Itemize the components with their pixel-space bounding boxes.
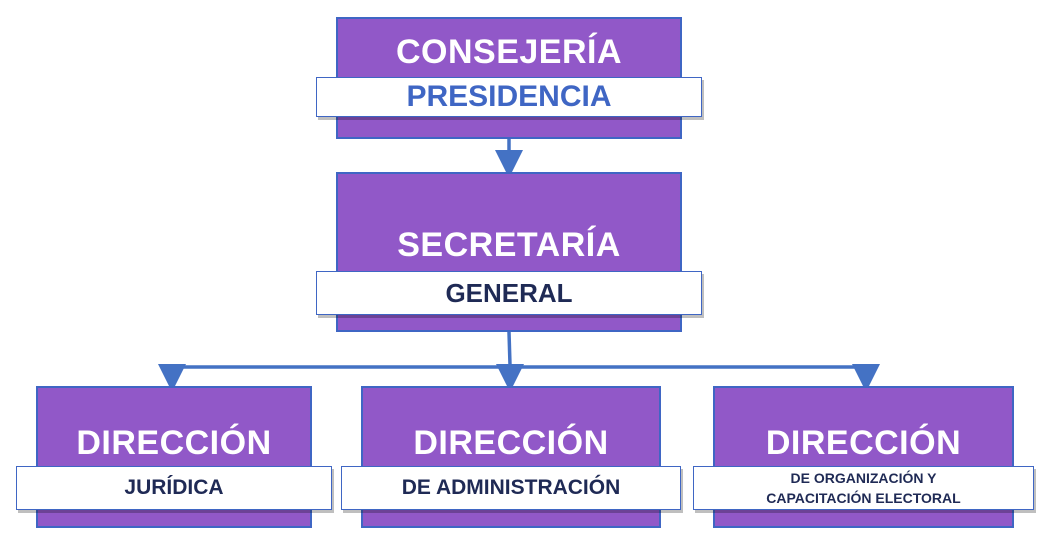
presidencia-label: PRESIDENCIA	[316, 77, 702, 117]
general-label: GENERAL	[316, 271, 702, 315]
organizacion-label-line1: DE ORGANIZACIÓN Y	[790, 470, 937, 486]
connector-secretaria-stem	[507, 331, 512, 366]
consejeria-title: CONSEJERÍA	[395, 33, 623, 71]
organizacion-label: DE ORGANIZACIÓN Y CAPACITACIÓN ELECTORAL	[693, 466, 1034, 510]
juridica-label: JURÍDICA	[16, 466, 332, 510]
organizacion-title: DIRECCIÓN	[765, 424, 962, 462]
secretaria-title: SECRETARÍA	[397, 226, 621, 264]
juridica-title: DIRECCIÓN	[76, 424, 272, 462]
organizacion-label-line2: CAPACITACIÓN ELECTORAL	[766, 490, 961, 506]
administracion-label: DE ADMINISTRACIÓN	[341, 466, 681, 510]
administracion-title: DIRECCIÓN	[413, 424, 609, 462]
